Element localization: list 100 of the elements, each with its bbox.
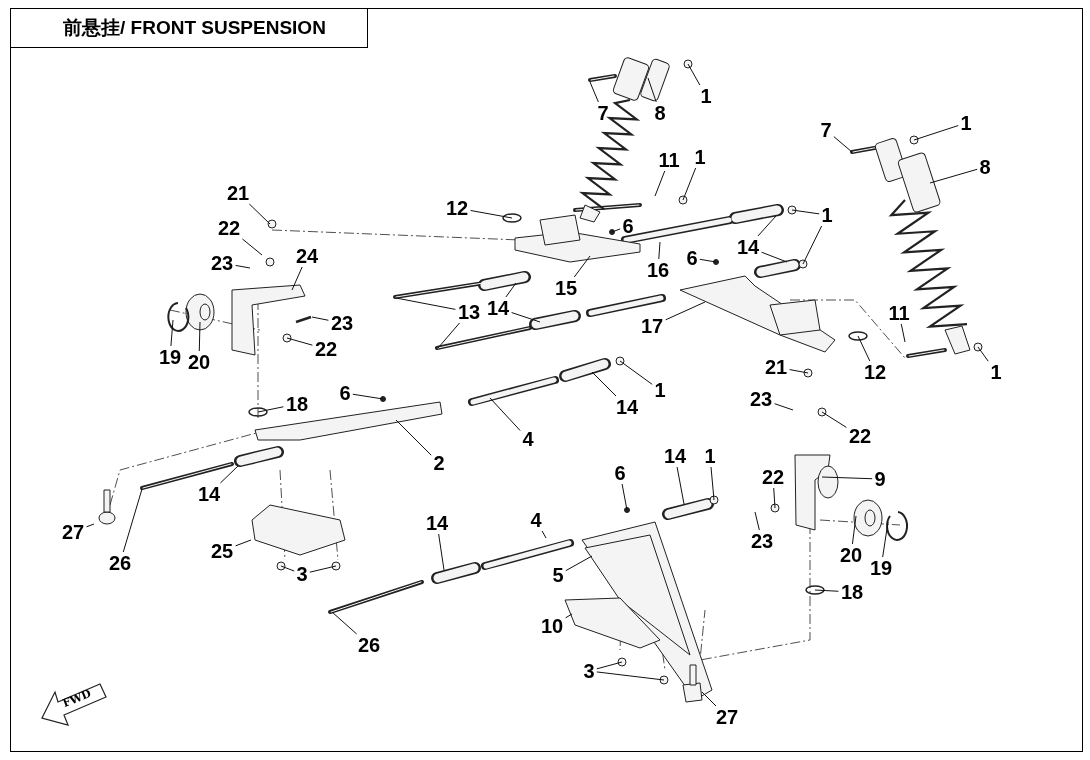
leader-line (541, 530, 547, 539)
callout-number: 11 (888, 302, 910, 324)
leader-line (235, 264, 251, 269)
leader-line (573, 255, 591, 278)
leader-line (86, 523, 95, 528)
leader-line (438, 533, 445, 571)
leader-line (241, 238, 263, 256)
leader-line (687, 63, 701, 86)
leader-line (929, 168, 978, 184)
callout-number: 6 (686, 247, 698, 269)
leader-line (352, 393, 384, 400)
leader-line (665, 301, 706, 321)
leader-line (437, 322, 461, 349)
callout-number: 26 (108, 552, 132, 574)
callout-number: 1 (990, 361, 1002, 383)
leader-line (654, 170, 666, 197)
callout-number: 7 (597, 102, 609, 124)
callout-number: 20 (187, 351, 211, 373)
callout-number: 4 (530, 509, 542, 531)
callout-number: 23 (330, 312, 354, 334)
leader-line (511, 312, 541, 323)
callout-number: 14 (736, 236, 760, 258)
callout-number: 10 (540, 615, 564, 637)
callout-number: 23 (749, 388, 773, 410)
leader-line (701, 691, 717, 707)
leader-line (565, 555, 593, 572)
callout-number: 4 (522, 428, 534, 450)
leader-line (977, 346, 989, 362)
callout-number: 14 (615, 396, 639, 418)
leader-line (773, 487, 776, 509)
leader-line (802, 225, 823, 265)
leader-line (814, 589, 839, 592)
leader-line (591, 371, 617, 397)
leader-line (754, 511, 760, 531)
leader-line (900, 323, 906, 343)
leader-line (170, 319, 174, 347)
callout-number: 17 (640, 315, 664, 337)
callout-number: 2 (433, 452, 445, 474)
title: 前悬挂/ FRONT SUSPENSION (10, 8, 368, 48)
callout-number: 19 (158, 346, 182, 368)
leader-line (757, 215, 777, 237)
leader-line (619, 360, 653, 385)
callout-number: 6 (622, 215, 634, 237)
leader-line (219, 465, 239, 484)
leader-line (489, 397, 521, 432)
leader-line (851, 515, 857, 545)
callout-number: 26 (357, 634, 381, 656)
leader-line (311, 316, 329, 321)
callout-number: 7 (820, 119, 832, 141)
leader-line (647, 77, 657, 103)
leader-line (395, 297, 456, 310)
leader-line (589, 81, 599, 103)
callout-number: 19 (869, 557, 893, 579)
callout-number: 15 (554, 277, 578, 299)
leader-line (395, 419, 432, 456)
callout-number: 20 (839, 544, 863, 566)
leader-line (505, 282, 517, 298)
callout-number: 6 (339, 382, 351, 404)
callout-number: 22 (848, 425, 872, 447)
callout-number: 1 (700, 85, 712, 107)
callout-number: 14 (197, 483, 221, 505)
leader-line (658, 241, 661, 260)
callout-number: 9 (874, 468, 886, 490)
callout-number: 14 (486, 297, 510, 319)
leader-line (596, 661, 623, 670)
leader-line (682, 167, 697, 201)
leader-line (882, 521, 889, 558)
callout-number: 18 (285, 393, 309, 415)
callout-number: 12 (445, 197, 469, 219)
callout-number: 8 (979, 156, 991, 178)
leader-line (821, 411, 847, 428)
callout-number: 1 (654, 379, 666, 401)
callout-number: 21 (764, 356, 788, 378)
callout-number: 22 (314, 338, 338, 360)
leader-line (833, 136, 853, 153)
callout-number: 24 (295, 245, 319, 267)
leader-line (761, 251, 788, 263)
callout-number: 1 (704, 445, 716, 467)
leader-line (676, 466, 685, 505)
callout-number: 3 (296, 563, 308, 585)
callout-number: 11 (658, 149, 680, 171)
callout-number: 13 (457, 301, 481, 323)
leader-line (235, 539, 252, 547)
leader-line (791, 209, 820, 215)
callout-number: 25 (210, 540, 234, 562)
leader-line (821, 476, 873, 480)
leader-line (280, 565, 295, 572)
leader-line (122, 488, 143, 553)
callout-number: 3 (583, 660, 595, 682)
callout-number: 1 (960, 112, 972, 134)
leader-line (774, 403, 794, 411)
callout-number: 8 (654, 102, 666, 124)
callout-number: 23 (750, 530, 774, 552)
leader-line (198, 321, 201, 352)
leader-line (309, 565, 337, 573)
leader-line (596, 671, 665, 681)
leader-line (257, 406, 284, 413)
leader-line (331, 611, 358, 635)
leader-line (710, 466, 715, 501)
leader-line (699, 258, 717, 263)
